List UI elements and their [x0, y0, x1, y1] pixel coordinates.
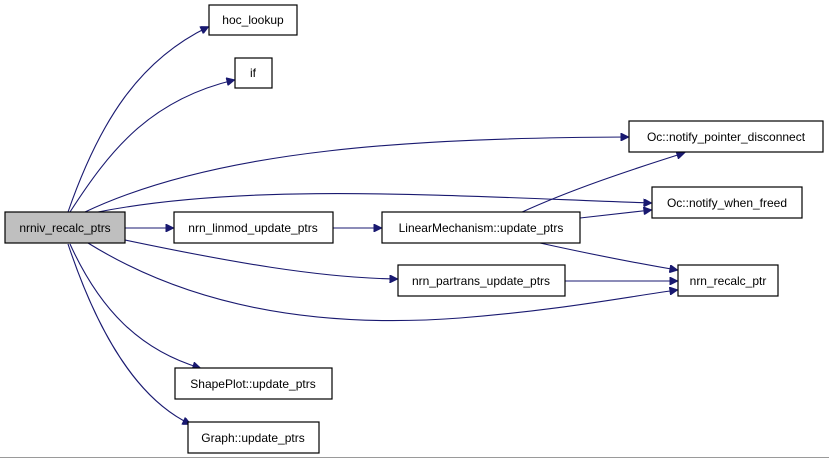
edge-root-oc-notify-pointer-disconnect [84, 137, 628, 213]
node-label: Oc::notify_pointer_disconnect [647, 130, 806, 144]
node-label: Oc::notify_when_freed [667, 196, 787, 210]
node-label: Graph::update_ptrs [201, 431, 304, 445]
edge-root-graph-update-ptrs [67, 243, 190, 424]
edge-linearmechanism-oc-notify-when-freed [579, 210, 651, 219]
node-label: nrn_partrans_update_ptrs [412, 274, 550, 288]
edge-root-nrn-recalc-ptr [87, 242, 677, 322]
edge-linearmechanism-oc-notify-pointer-disconnect [519, 153, 684, 214]
node-label: nrn_linmod_update_ptrs [188, 221, 317, 235]
edge-root-oc-notify-when-freed [97, 193, 651, 213]
edge-root-if [69, 80, 234, 213]
node-label: nrn_recalc_ptr [690, 274, 767, 288]
node-label: nrniv_recalc_ptrs [19, 221, 110, 235]
node-oc-notify-when-freed[interactable]: Oc::notify_when_freed [651, 186, 803, 219]
edge-linearmechanism-nrn-recalc-ptr [539, 242, 677, 270]
node-shapeplot-update-ptrs[interactable]: ShapePlot::update_ptrs [174, 367, 333, 400]
node-linearmechanism-update-ptrs[interactable]: LinearMechanism::update_ptrs [381, 211, 581, 244]
edge-root-hoc-lookup [67, 27, 208, 213]
nodes-layer: nrniv_recalc_ptrs hoc_lookup if Oc::noti… [4, 4, 824, 454]
node-label: LinearMechanism::update_ptrs [399, 221, 564, 235]
node-nrniv-recalc-ptrs[interactable]: nrniv_recalc_ptrs [4, 211, 126, 244]
node-label: ShapePlot::update_ptrs [190, 377, 315, 391]
edge-root-shapeplot-update-ptrs [69, 243, 200, 368]
node-hoc-lookup[interactable]: hoc_lookup [208, 4, 298, 36]
edge-root-nrn-partrans-update-ptrs [124, 239, 397, 279]
node-nrn-linmod-update-ptrs[interactable]: nrn_linmod_update_ptrs [173, 211, 334, 244]
node-oc-notify-pointer-disconnect[interactable]: Oc::notify_pointer_disconnect [628, 120, 824, 153]
node-label: hoc_lookup [222, 13, 284, 27]
node-if[interactable]: if [234, 57, 273, 89]
edges-layer [67, 27, 684, 424]
node-graph-update-ptrs[interactable]: Graph::update_ptrs [187, 421, 320, 454]
node-label: if [250, 66, 257, 80]
node-nrn-recalc-ptr[interactable]: nrn_recalc_ptr [677, 264, 779, 297]
node-nrn-partrans-update-ptrs[interactable]: nrn_partrans_update_ptrs [397, 264, 566, 297]
